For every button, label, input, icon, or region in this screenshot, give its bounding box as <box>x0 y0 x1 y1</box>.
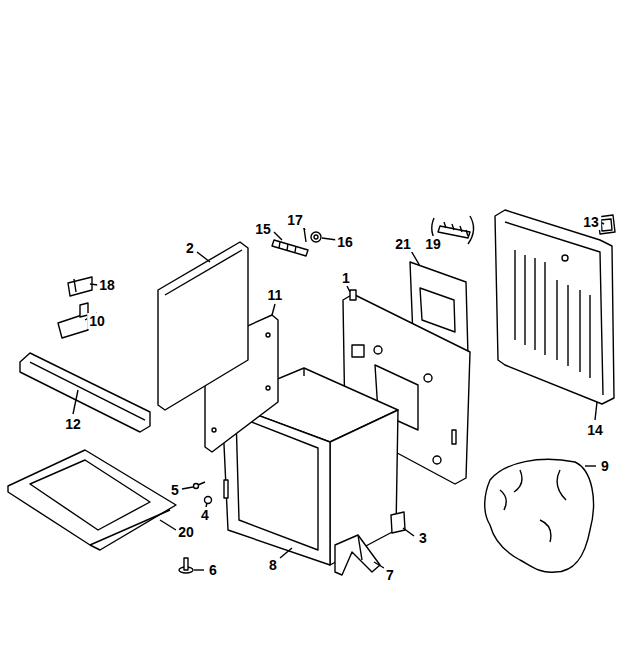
callout-number: 16 <box>335 234 355 250</box>
hardware <box>272 228 321 256</box>
bracket <box>74 279 76 292</box>
oven-cavity <box>236 416 318 550</box>
screw <box>194 482 206 489</box>
back-panel <box>524 255 525 345</box>
side-panel <box>350 290 356 300</box>
back-panel <box>579 290 580 372</box>
back-panel <box>514 250 515 340</box>
callout-number: 13 <box>581 214 601 230</box>
hinge-bracket <box>335 535 380 575</box>
callout-number: 1 <box>340 270 352 286</box>
screw <box>194 484 199 489</box>
callout-number: 7 <box>384 567 396 583</box>
leader-line <box>280 548 292 558</box>
back-panel <box>495 210 614 404</box>
hinge-bracket <box>358 535 362 560</box>
broiler-tray <box>90 510 170 545</box>
back-panel <box>534 258 535 350</box>
leader-line <box>197 252 210 262</box>
inner-panel <box>266 386 270 390</box>
side-panel <box>352 345 364 357</box>
callout-number: 2 <box>184 240 196 256</box>
leader-line <box>194 569 204 570</box>
leader-line <box>73 222 604 570</box>
leader-line <box>585 465 596 466</box>
broiler-tray <box>8 450 176 550</box>
side-panel <box>433 456 441 464</box>
leader-line <box>182 487 193 489</box>
back-panel <box>562 255 568 261</box>
callout-number: 17 <box>285 212 305 228</box>
callout-number: 19 <box>423 236 443 252</box>
bracket <box>68 277 92 296</box>
hardware <box>279 242 296 252</box>
callout-number: 11 <box>266 287 285 303</box>
leader-line <box>274 232 282 240</box>
back-panel <box>505 222 603 395</box>
side-panel <box>424 374 432 382</box>
callout-number: 9 <box>599 458 611 474</box>
callout-number: 6 <box>207 562 219 578</box>
clip <box>391 512 405 533</box>
side-panel <box>374 346 382 354</box>
back-panel <box>544 262 545 355</box>
bracket <box>68 277 92 296</box>
callout-number: 4 <box>199 507 211 523</box>
callout-number: 21 <box>393 236 413 252</box>
callout-number: 18 <box>97 277 117 293</box>
callout-number: 15 <box>253 221 273 237</box>
callout-number: 10 <box>87 313 107 329</box>
callout-number: 20 <box>176 524 196 540</box>
callout-number: 12 <box>63 416 83 432</box>
broiler-tray <box>8 450 176 550</box>
trim-bar <box>20 353 150 432</box>
oven-cavity <box>224 480 228 498</box>
back-panel <box>589 295 590 378</box>
inner-panel <box>212 428 216 432</box>
broiler-tray <box>30 460 150 530</box>
side-panel <box>165 250 242 295</box>
screw <box>198 482 205 485</box>
oven-cavity <box>330 410 398 565</box>
hardware <box>311 232 321 242</box>
back-panel <box>556 280 557 360</box>
callout-number: 3 <box>417 530 429 546</box>
insulation-blanket <box>485 459 594 572</box>
callout-number: 14 <box>585 422 605 438</box>
leader-line <box>403 528 414 536</box>
insulation-blanket <box>500 470 566 542</box>
leader-line <box>374 562 384 568</box>
back-panel <box>495 210 614 404</box>
callout-number: 8 <box>267 557 279 573</box>
nut <box>205 497 212 504</box>
back-panel <box>567 285 568 366</box>
side-panel <box>158 242 248 410</box>
side-panel <box>452 430 456 444</box>
wire-harness <box>444 222 468 236</box>
side-panel <box>158 242 248 410</box>
leveling-leg <box>179 558 193 573</box>
insulation-blanket <box>485 459 594 572</box>
leader-line <box>595 402 597 420</box>
leveling-leg <box>184 558 188 570</box>
trim-bar <box>20 353 150 432</box>
leader-line <box>347 286 350 292</box>
leader-line <box>272 304 275 315</box>
oven-cavity <box>303 368 304 376</box>
leader-line <box>160 520 176 530</box>
nut <box>205 497 212 504</box>
trim-bar <box>30 362 145 420</box>
leader-line <box>73 390 78 414</box>
small-cover <box>601 219 612 231</box>
hinge-bracket <box>335 535 380 575</box>
bracket <box>58 303 88 338</box>
hardware <box>314 235 318 239</box>
hardware <box>272 240 308 256</box>
callout-number: 5 <box>169 482 181 498</box>
inner-panel <box>266 333 270 337</box>
side-shield <box>420 288 455 332</box>
clip <box>391 512 405 533</box>
